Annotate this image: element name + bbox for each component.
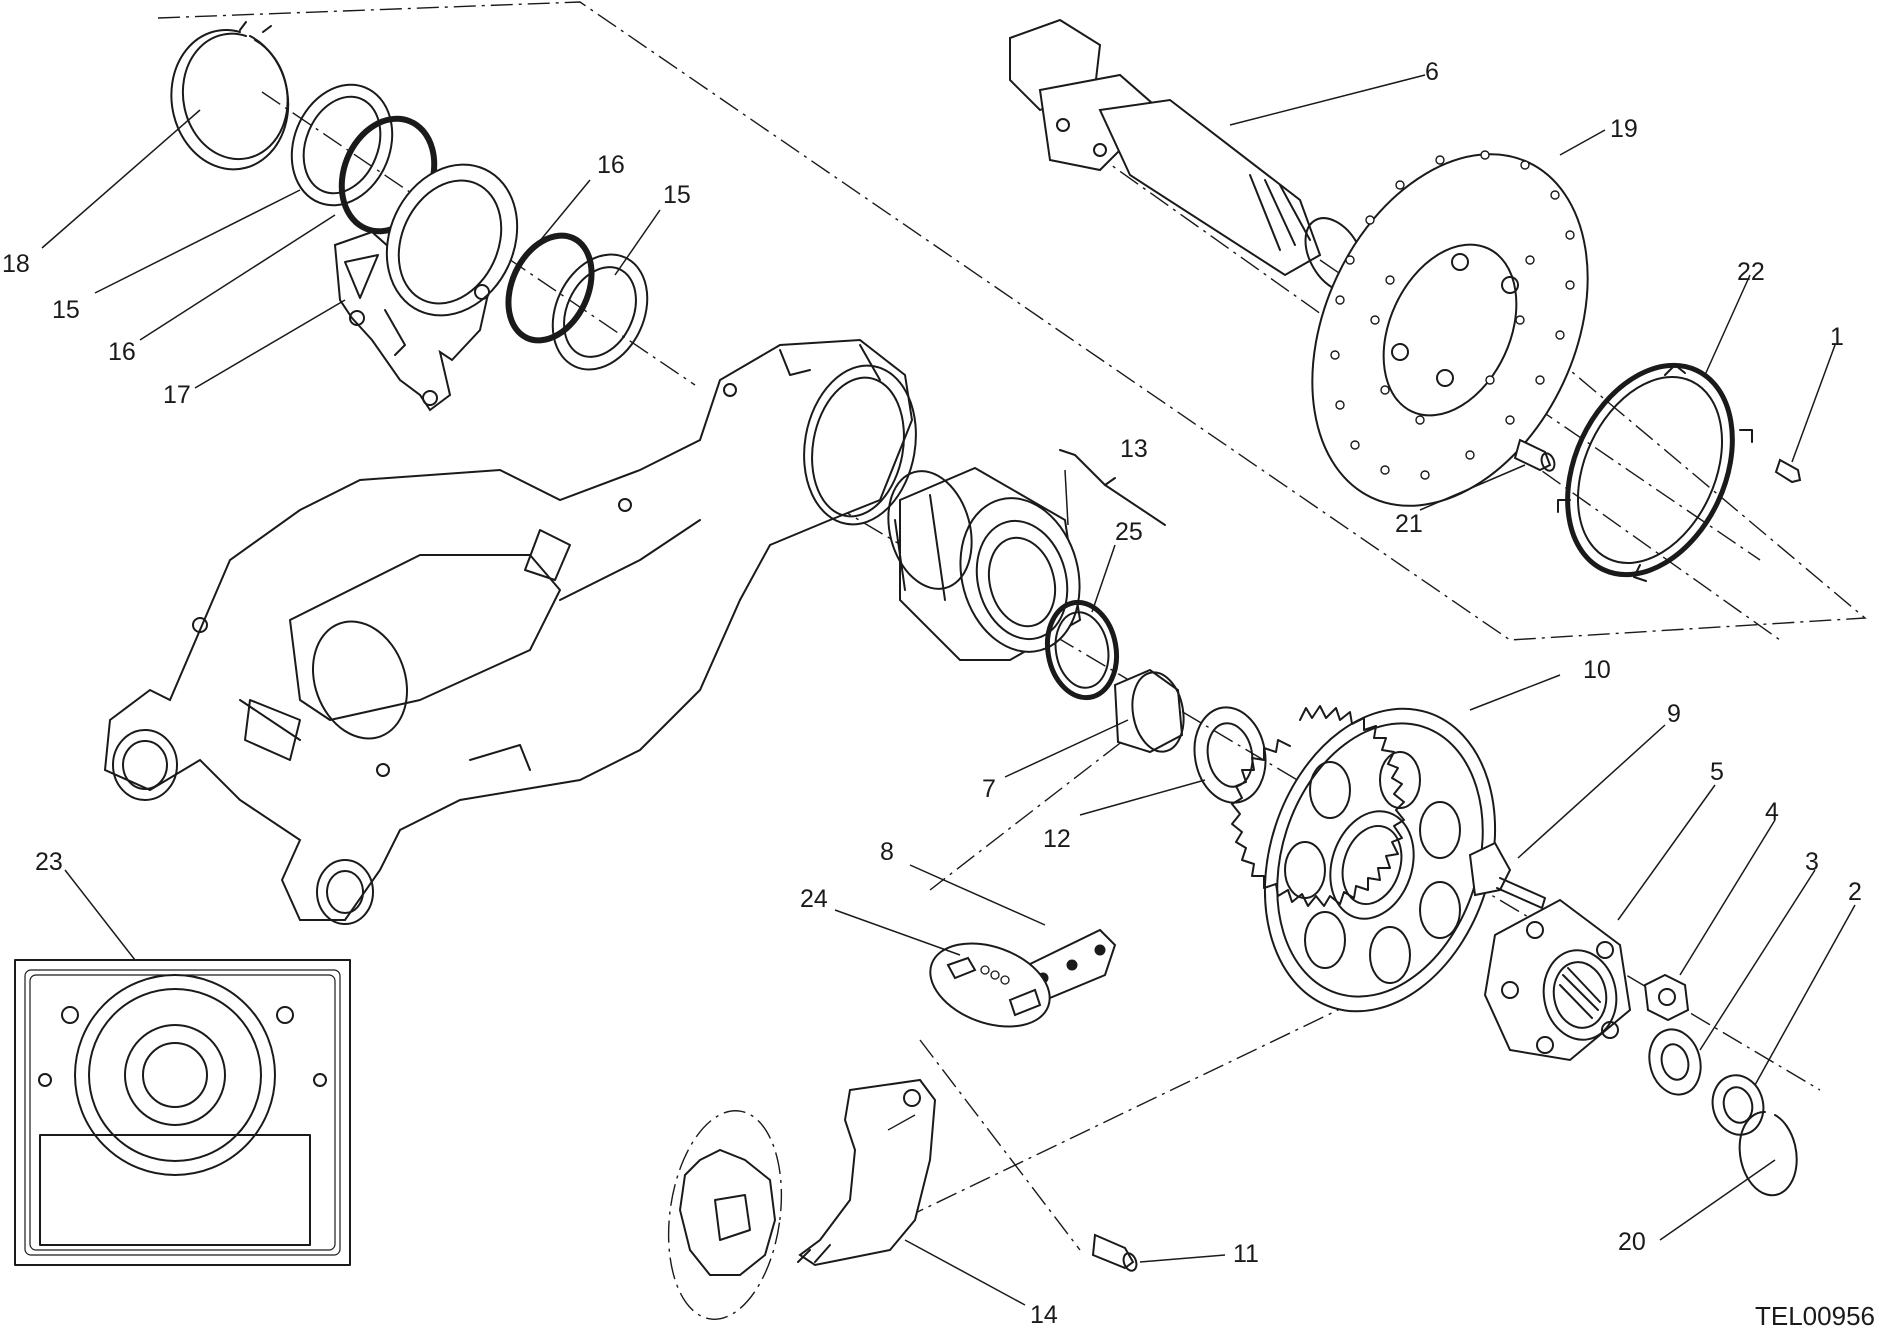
swingarm: [103, 338, 917, 925]
callout-22: 22: [1737, 258, 1765, 286]
part-21-disc-bolt: [1513, 438, 1556, 472]
part-4-nut: [1643, 973, 1690, 1022]
callout-6: 6: [1425, 58, 1439, 86]
part-23-sprocket-detail-inset: [14, 959, 351, 1266]
callout-15-right: 15: [663, 181, 691, 209]
part-25-seal: [1044, 599, 1120, 701]
part-13-eccentric-hub: [887, 466, 1082, 661]
callout-19: 19: [1610, 115, 1638, 143]
drawing-code: TEL00956: [1755, 1301, 1875, 1331]
callout-21: 21: [1395, 510, 1423, 538]
callout-14: 14: [1030, 1301, 1058, 1329]
part-16-seal-right: [505, 232, 595, 344]
callout-25: 25: [1115, 518, 1143, 546]
part-7-bearing-sleeve: [1113, 668, 1185, 754]
part-22-abs-tone-wheel: [1557, 362, 1753, 582]
part-15-spacer-ring-right: [551, 253, 649, 371]
callout-8: 8: [880, 838, 894, 866]
part-9-stud: [1468, 841, 1546, 909]
callout-24: 24: [800, 885, 828, 913]
part-13-bracket: [1059, 449, 1166, 526]
part-20-clip: [1738, 1110, 1798, 1197]
part-24-chain-joint-kit: [929, 942, 1051, 1028]
callout-13: 13: [1120, 435, 1148, 463]
part-19-brake-disc: [1311, 150, 1589, 507]
callout-9: 9: [1667, 700, 1681, 728]
callout-1: 1: [1830, 323, 1844, 351]
callout-7: 7: [982, 775, 996, 803]
callout-16-left: 16: [108, 338, 136, 366]
part-2-axle-nut: [1711, 1074, 1765, 1136]
front-sprocket: [667, 1110, 783, 1320]
part-11-cover-screw: [1091, 1233, 1138, 1272]
callout-5: 5: [1710, 758, 1724, 786]
callout-20: 20: [1618, 1228, 1646, 1256]
callout-10: 10: [1583, 656, 1611, 684]
callout-11: 11: [1233, 1240, 1259, 1268]
part-17-caliper-bracket: [333, 163, 519, 412]
callout-leader-lines: [41, 74, 1856, 1306]
callout-16-right: 16: [597, 151, 625, 179]
part-5-sprocket-flange: [1483, 898, 1632, 1062]
callout-4: 4: [1765, 798, 1779, 826]
callout-15-left: 15: [52, 296, 80, 324]
callout-12: 12: [1043, 825, 1071, 853]
callout-18: 18: [2, 250, 30, 278]
callout-17: 17: [163, 381, 191, 409]
part-1-screw: [1774, 458, 1802, 484]
part-3-washer: [1648, 1028, 1702, 1096]
part-18-circlip: [170, 21, 290, 171]
callout-numbers: 1 2 3 4 5 6 7 8 9 10 11 12 13 14 15 15 1…: [2, 58, 1862, 1329]
part-14-sprocket-cover: [797, 1078, 937, 1267]
callout-3: 3: [1805, 848, 1819, 876]
callout-2: 2: [1848, 878, 1862, 906]
callout-23: 23: [35, 848, 63, 876]
part-15-spacer-ring-left: [290, 83, 394, 207]
part-6-rear-axle: [1009, 18, 1366, 293]
assembly-boundary-line: [157, 1, 1867, 641]
part-12-spacer: [1193, 706, 1267, 804]
